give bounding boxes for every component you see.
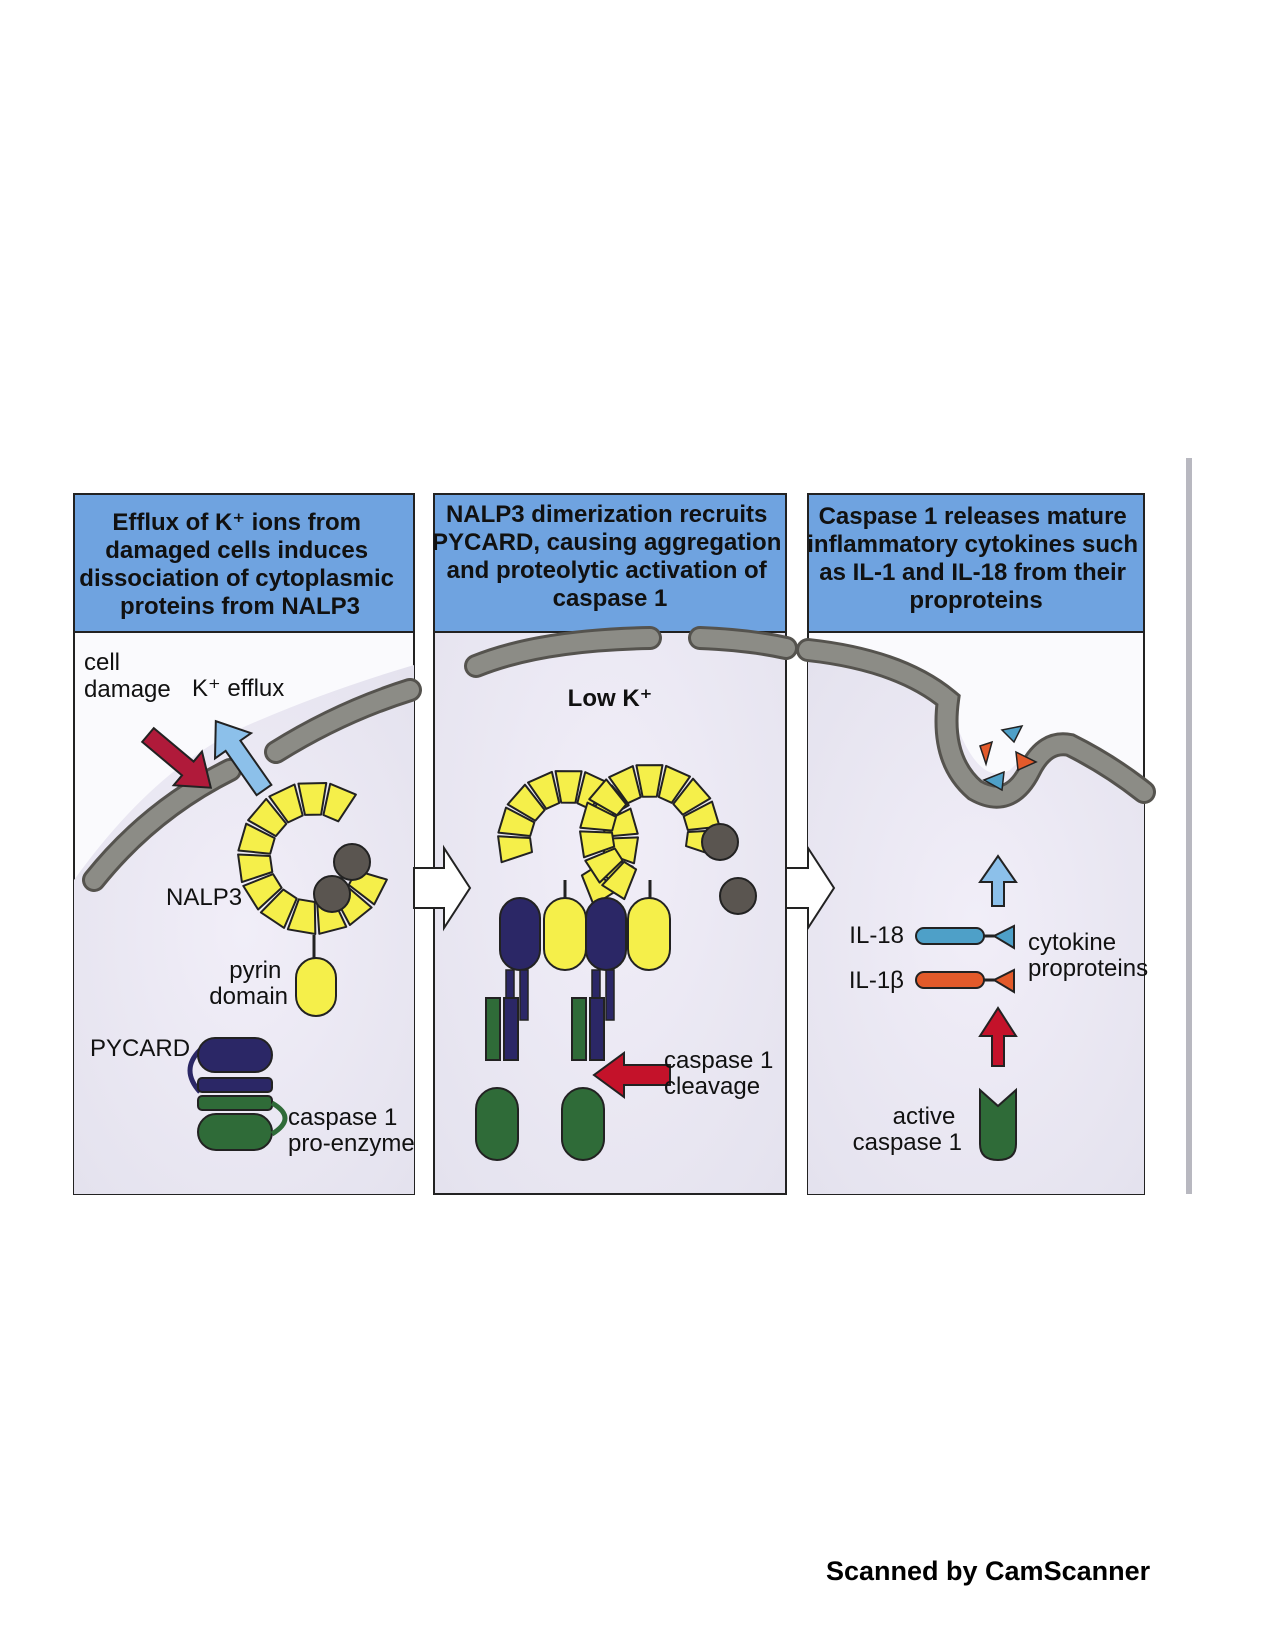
panel-1-header: Efflux of K⁺ ions from damaged cells ind… xyxy=(79,509,400,620)
caspase-1-fragment xyxy=(475,1087,519,1161)
pyrin-domain xyxy=(627,897,671,971)
nalp3-lrr-segment xyxy=(608,765,642,805)
panel-1: Efflux of K⁺ ions from damaged cells ind… xyxy=(73,493,422,1195)
pyrin-domain-label: pyrin domain xyxy=(209,957,288,1010)
pycard-caspase-complex-left xyxy=(475,880,587,1161)
released-il18 xyxy=(1000,724,1024,744)
nalp3-lrr-segment xyxy=(497,806,536,837)
caspase-1-pro-enzyme xyxy=(197,1113,273,1151)
nalp3-dimer xyxy=(497,764,721,907)
membrane-segment-fill xyxy=(267,681,419,761)
panel-3-header-box xyxy=(807,493,1145,633)
il1b-proprotein xyxy=(915,971,985,989)
pro-enzyme-label: caspase 1 pro-enzyme xyxy=(288,1104,415,1157)
caspase-card-domain xyxy=(197,1095,273,1111)
membrane-segment-fill xyxy=(85,761,239,889)
pycard xyxy=(197,1037,273,1073)
il1b-label: IL-1β xyxy=(849,967,904,994)
k-efflux-arrow xyxy=(213,719,273,797)
caspase-linker xyxy=(270,1100,288,1137)
nalp3-lrr-segment xyxy=(286,898,317,935)
k-efflux-label: K⁺ efflux xyxy=(192,675,284,702)
panel-3-cytoplasm xyxy=(808,650,1144,1194)
step-arrow xyxy=(785,844,836,932)
membrane-segment-fill xyxy=(691,629,795,657)
panel-2-header: NALP3 dimerization recruits PYCARD, caus… xyxy=(432,501,788,612)
nalp3-lrr-segment xyxy=(579,801,617,832)
active-caspase-label: active caspase 1 xyxy=(853,1103,962,1156)
nalp3-lrr-segment xyxy=(242,873,283,911)
pycard-card-domain xyxy=(197,1077,273,1093)
panel-3: Caspase 1 releases mature inflammatory c… xyxy=(796,493,1156,1195)
nalp3-lrr-segment xyxy=(554,770,583,804)
nalp3-lrr-segment xyxy=(237,822,276,855)
pyrin-domain xyxy=(543,897,587,971)
potassium-ion xyxy=(701,823,739,861)
il18-label: IL-18 xyxy=(849,922,904,949)
nalp3-lrr-segment xyxy=(259,888,298,929)
nalp3-lrr-segment xyxy=(497,835,533,864)
step-arrow xyxy=(413,844,472,932)
released-il1b xyxy=(1015,750,1038,772)
pycard-label: PYCARD xyxy=(90,1035,190,1062)
active-caspase-1 xyxy=(979,1087,1017,1162)
scan-edge xyxy=(1186,458,1192,1194)
nalp3-lrr-segment xyxy=(322,782,357,823)
nalp3-lrr-segment xyxy=(588,778,628,817)
potassium-ion xyxy=(719,877,757,915)
cytokine-proproteins-label: cytokine proproteins xyxy=(1028,929,1148,982)
scanner-watermark: Scanned by CamScanner xyxy=(826,1556,1151,1586)
cell-damage-arrow xyxy=(140,726,213,789)
panel-2-header-box xyxy=(433,493,787,633)
nalp3-lrr-segment xyxy=(527,770,561,810)
potassium-ion xyxy=(333,843,371,881)
cleavage-arrow xyxy=(978,1006,1018,1067)
pycard xyxy=(499,897,541,971)
pycard xyxy=(585,897,627,971)
caspase-1-fragment xyxy=(561,1087,605,1161)
nalp3-lrr-segment xyxy=(237,853,274,884)
nalp3-lrr-segment xyxy=(506,783,546,822)
released-il18 xyxy=(982,770,1005,792)
low-k-label: Low K⁺ xyxy=(568,685,653,712)
nalp3-lrr-segment xyxy=(584,847,624,884)
released-il1b xyxy=(979,740,994,767)
panel-1-header-box xyxy=(73,493,415,633)
caspase-cleavage-arrow xyxy=(592,1051,671,1099)
nalp3-lrr-segment xyxy=(579,830,616,859)
membrane-segment-fill xyxy=(467,629,659,675)
panel-2: NALP3 dimerization recruits PYCARD, caus… xyxy=(432,493,798,1195)
pycard-card-domain xyxy=(589,997,605,1061)
pycard-card-domain xyxy=(503,997,519,1061)
caspase-card-domain xyxy=(485,997,501,1061)
potassium-ion xyxy=(313,875,351,913)
il18-proprotein xyxy=(915,927,985,945)
il1b-prodomain xyxy=(991,968,1015,994)
nalp3-lrr-segment xyxy=(268,783,304,824)
caspase-cleavage-label: caspase 1 cleavage xyxy=(664,1047,780,1100)
panel-3-header: Caspase 1 releases mature inflammatory c… xyxy=(807,503,1144,614)
nalp3-lrr-segment xyxy=(657,764,691,804)
il18-prodomain xyxy=(991,924,1015,950)
cell-damage-label: cell damage xyxy=(84,649,171,703)
secretion-arrow xyxy=(978,854,1018,907)
pycard-caspase-complex-right xyxy=(561,880,671,1161)
nalp3-lrr-segment xyxy=(297,782,328,816)
membrane-with-vesicle-fill xyxy=(799,641,1153,806)
nalp3-lrr-segment xyxy=(601,860,638,901)
nalp3-lrr-segment xyxy=(635,764,664,798)
caspase-card-domain xyxy=(571,997,587,1061)
pyrin-domain xyxy=(295,957,337,1017)
nalp3-label: NALP3 xyxy=(166,884,242,911)
nalp3-lrr-segment xyxy=(247,797,288,838)
nalp3-lrr-segment xyxy=(672,777,712,816)
